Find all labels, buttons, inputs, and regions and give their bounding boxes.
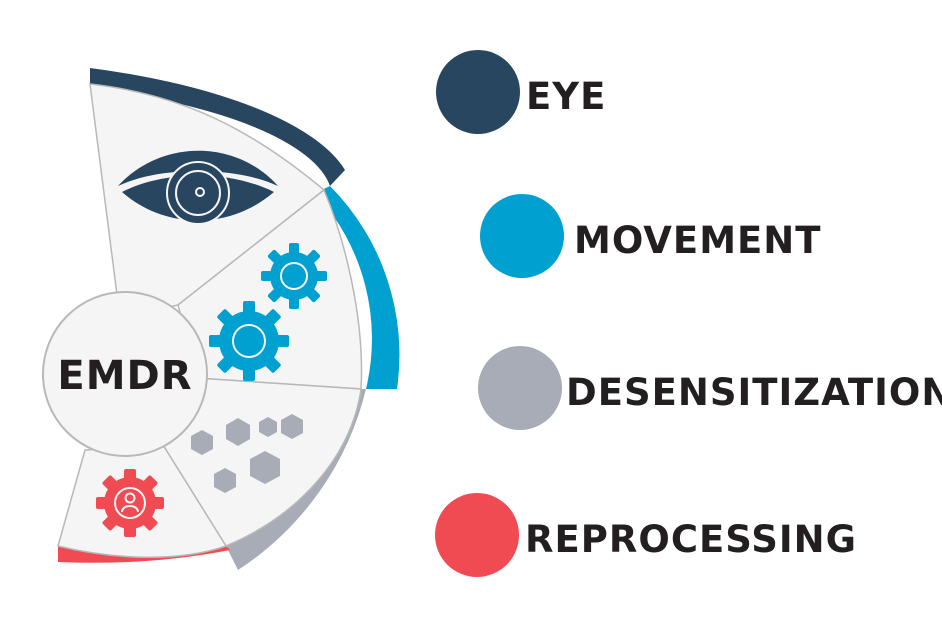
legend-dot-desensitization	[478, 346, 562, 430]
legend-label-movement: MOVEMENT	[574, 219, 822, 262]
legend-item-eye: EYE	[436, 50, 606, 134]
legend-dot-movement	[480, 194, 564, 278]
hexagons-icon	[191, 414, 303, 493]
legend-item-movement: MOVEMENT	[480, 194, 822, 278]
person-gear-icon	[96, 469, 164, 537]
legend-dot-reprocessing	[435, 493, 519, 577]
gears-icon	[209, 243, 327, 381]
eye-icon	[118, 150, 278, 225]
legend-label-eye: EYE	[526, 75, 606, 118]
legend-label-desensitization: DESENSITIZATION	[566, 371, 942, 414]
legend-dot-eye	[436, 50, 520, 134]
legend-item-reprocessing: REPROCESSING	[435, 493, 857, 577]
legend-label-reprocessing: REPROCESSING	[525, 518, 857, 561]
center-label: EMDR	[57, 353, 192, 399]
center-circle	[42, 291, 208, 457]
arc-movement	[315, 186, 400, 389]
legend-item-desensitization: DESENSITIZATION	[478, 346, 942, 430]
legend: EYE MOVEMENT DESENSITIZATION REPROCESSIN…	[435, 50, 942, 577]
